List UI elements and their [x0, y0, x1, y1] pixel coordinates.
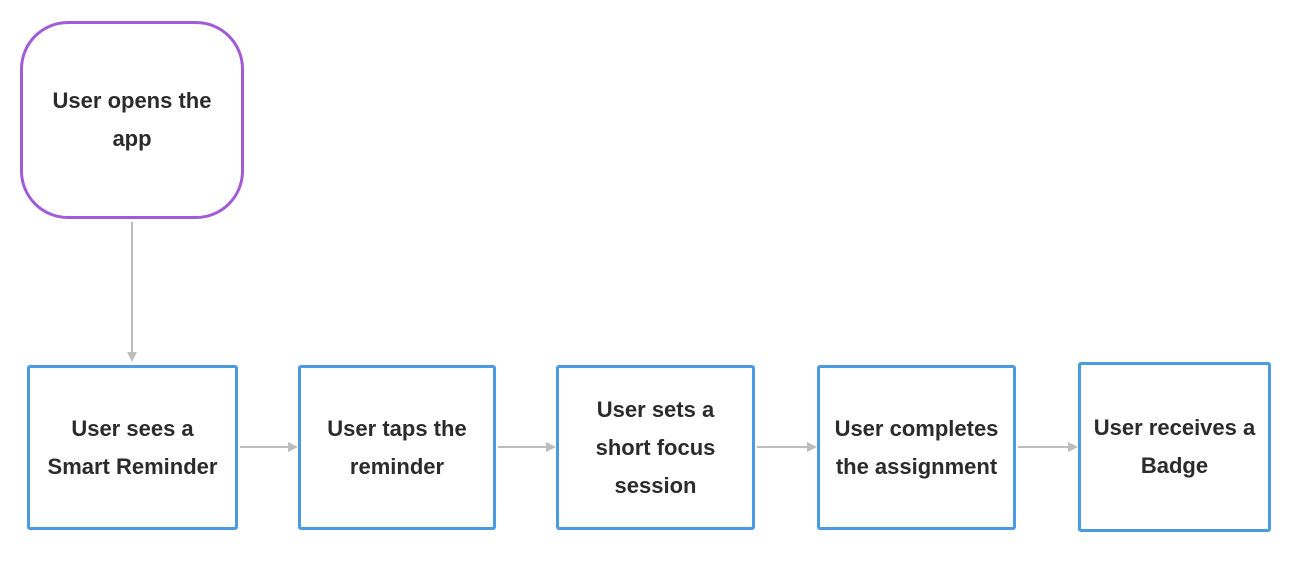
step-node-5-label: User receives a Badge	[1093, 415, 1256, 478]
step-node-5: User receives a Badge	[1078, 362, 1271, 532]
start-node-label: User opens the app	[52, 88, 212, 151]
step-node-3: User sets a short focus session	[556, 365, 755, 530]
step-node-1-label: User sees a Smart Reminder	[47, 415, 218, 479]
step-node-2: User taps the reminder	[298, 365, 496, 530]
start-node: User opens the app	[20, 21, 244, 219]
step-node-2-label: User taps the reminder	[327, 415, 467, 479]
step-node-4-label: User completes the assignment	[834, 415, 999, 479]
step-node-4: User completes the assignment	[817, 365, 1016, 530]
step-node-1: User sees a Smart Reminder	[27, 365, 238, 530]
step-node-3-label: User sets a short focus session	[595, 396, 716, 498]
